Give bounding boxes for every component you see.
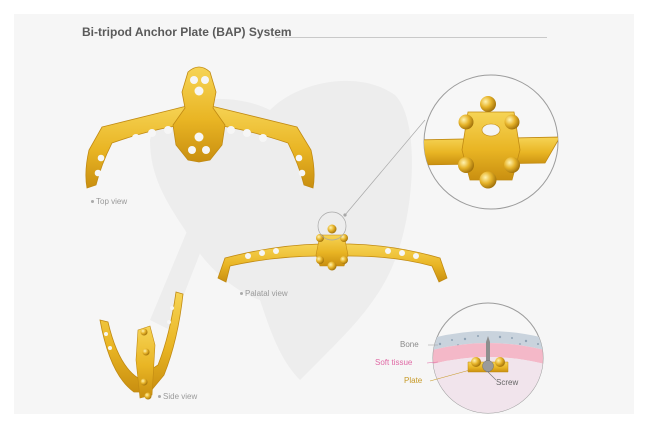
palatal-detail-marker	[317, 211, 347, 241]
zoom-callout-line	[344, 119, 426, 216]
label-side-view: Side view	[158, 392, 197, 401]
zoom-detail-circle	[423, 74, 559, 210]
label-plate: Plate	[404, 376, 423, 385]
label-side-view-text: Side view	[163, 392, 198, 401]
label-palatal-view: Palatal view	[240, 289, 288, 298]
label-palatal-view-text: Palatal view	[245, 289, 288, 298]
background-skull-silhouette	[150, 80, 412, 381]
figure-title: Bi-tripod Anchor Plate (BAP) System	[82, 25, 292, 39]
label-bone: Bone	[400, 340, 419, 349]
label-soft-tissue: Soft tissue	[375, 358, 413, 367]
label-top-view: Top view	[91, 197, 127, 206]
palatal-view-plate	[217, 224, 448, 283]
cross-section-circle	[426, 302, 544, 414]
title-rule	[275, 37, 547, 38]
label-top-view-text: Top view	[96, 197, 128, 206]
side-view-plate	[99, 291, 184, 400]
top-view-plate	[85, 66, 315, 189]
label-screw: Screw	[496, 378, 519, 387]
